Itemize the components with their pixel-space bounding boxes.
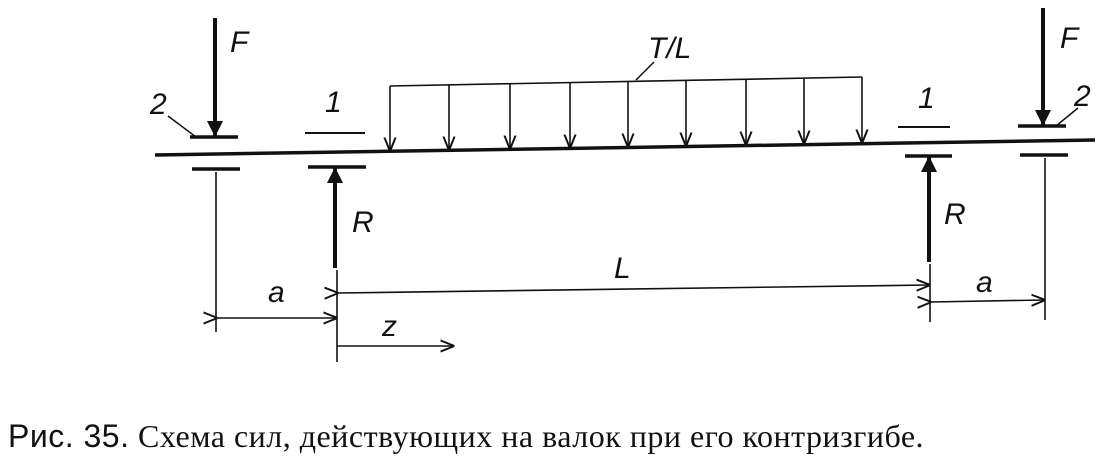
label-span: L bbox=[614, 252, 631, 285]
label-reaction-right: R bbox=[944, 198, 966, 231]
label-bearing-left-outer: 2 bbox=[149, 88, 167, 121]
label-bearing-left-inner: 1 bbox=[325, 86, 342, 119]
figure-caption: Рис. 35. Схема сил, действующих на валок… bbox=[8, 418, 1108, 455]
figure-number: Рис. 35. bbox=[8, 418, 130, 454]
label-force-left: F bbox=[230, 26, 250, 59]
bearing-left-inner bbox=[305, 132, 366, 169]
dimension-span bbox=[337, 285, 929, 293]
distributed-load bbox=[390, 76, 862, 150]
leader-bearing-left-outer bbox=[167, 115, 197, 138]
force-diagram: F F T/L 2 1 1 2 R R L a a z bbox=[149, 8, 1096, 362]
label-coordinate-z: z bbox=[381, 310, 397, 343]
leader-bearing-right-outer bbox=[1055, 107, 1079, 127]
label-force-right: F bbox=[1060, 22, 1080, 55]
dimension-overhang-right bbox=[930, 300, 1044, 302]
figure-caption-text: Схема сил, действующих на валок при его … bbox=[137, 418, 925, 454]
label-reaction-left: R bbox=[352, 206, 374, 239]
roll-axis-line bbox=[154, 138, 1096, 157]
label-overhang-left: a bbox=[268, 276, 285, 309]
label-bearing-right-outer: 2 bbox=[1073, 80, 1091, 113]
leader-distributed-load bbox=[635, 61, 655, 81]
label-bearing-right-inner: 1 bbox=[918, 82, 935, 115]
label-overhang-right: a bbox=[976, 266, 993, 299]
label-distributed-load: T/L bbox=[648, 32, 691, 65]
